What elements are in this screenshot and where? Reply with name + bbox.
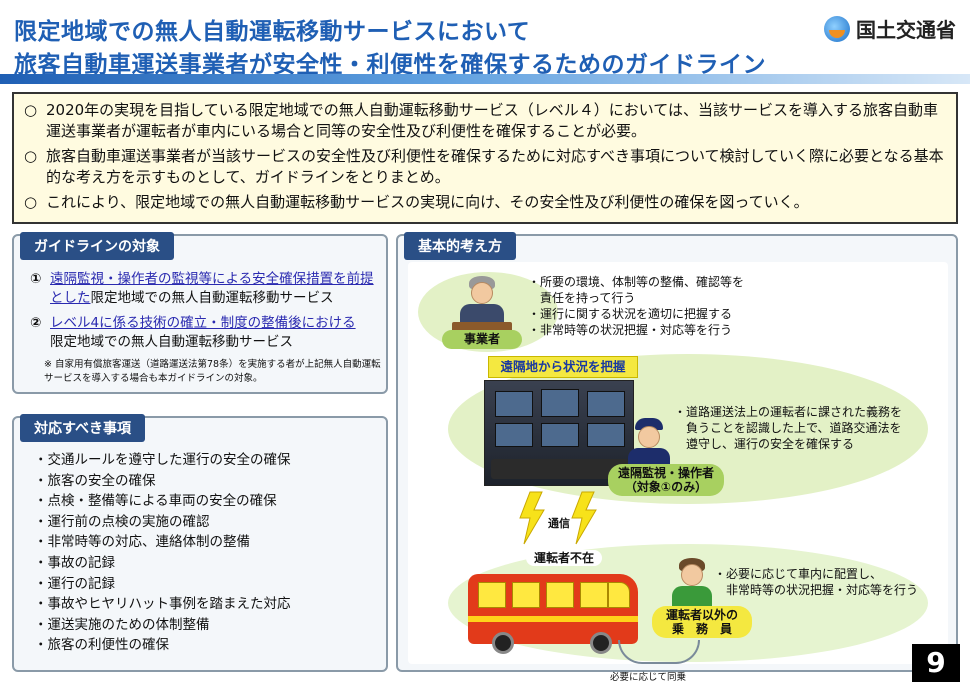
basic-approach-heading: 基本的考え方	[404, 232, 516, 260]
list-item: ・旅客の安全の確保	[34, 472, 156, 489]
circle-bullet-icon: ○	[24, 101, 38, 119]
target-item: ① 遠隔監視・操作者の監視等による安全確保措置を前提とした限定地域での無人自動運…	[30, 270, 380, 308]
list-item: ・運送実施のための体制整備	[34, 616, 210, 633]
operator-duty: ・非常時等の状況把握・対応等を行う	[528, 323, 733, 337]
list-item: ・交通ルールを遵守した運行の安全の確保	[34, 452, 291, 468]
operator-label: 事業者	[442, 330, 522, 349]
operator-duty: ・運行に関する状況を適切に把握する	[528, 307, 733, 321]
page-title-line1: 限定地域での無人自動運転移動サービスにおいて	[14, 19, 531, 45]
title-underline	[0, 74, 970, 84]
list-item: ・点検・整備等による車両の安全の確保	[34, 493, 277, 510]
no-driver-label: 運転者不在	[526, 550, 603, 566]
target-underlined-text: 遠隔監視・操作者の監視等による安全確保措置を前提とした	[50, 271, 374, 306]
operator-duty: 責任を持って行う	[528, 291, 636, 305]
ride-note: 必要に応じて同乗	[610, 672, 687, 683]
operator-duty: ・所要の環境、体制等の整備、確認等を	[528, 275, 745, 289]
target-text: 限定地域での無人自動運転移動サービス	[90, 290, 334, 306]
target-underlined-text: レベル4に係る技術の確立・制度の整備後における	[50, 315, 356, 331]
tasks-heading: 対応すべき事項	[20, 414, 146, 442]
summary-item: ○ 旅客自動車運送事業者が当該サービスの安全性及び利便性を確保するために対応すべ…	[24, 146, 946, 188]
ministry-name: 国土交通省	[856, 18, 956, 42]
crew-duty: 非常時等の状況把握・対応等を行う	[714, 583, 919, 597]
list-item: ・運行前の点検の実施の確認	[34, 513, 210, 530]
remote-caption: 遠隔地から状況を把握	[488, 356, 638, 378]
summary-text: 旅客自動車運送事業者が当該サービスの安全性及び利便性を確保するために対応すべき事…	[46, 147, 944, 186]
list-item: ・事故やヒヤリハット事例を踏まえた対応	[34, 596, 291, 613]
mlit-logo-icon	[824, 15, 850, 42]
summary-text: 2020年の実現を目指している限定地域での無人自動運転移動サービス（レベル４）に…	[46, 101, 938, 140]
guideline-target-panel: ガイドラインの対象 ① 遠隔監視・操作者の監視等による安全確保措置を前提とした限…	[12, 232, 388, 394]
monitor-room-image	[484, 380, 634, 486]
circle-bullet-icon: ○	[24, 147, 38, 165]
crew-duty: ・必要に応じて車内に配置し、	[714, 567, 883, 581]
list-item: ・事故の記録	[34, 554, 115, 571]
task-list: ・交通ルールを遵守した運行の安全の確保 ・旅客の安全の確保 ・点検・整備等による…	[34, 450, 374, 656]
header: 限定地域での無人自動運転移動サービスにおいて 旅客自動車運送事業者が安全性・利便…	[0, 0, 970, 86]
list-item: ・旅客の利便性の確保	[34, 637, 169, 654]
list-item: ・運行の記録	[34, 575, 115, 592]
bus-icon	[468, 574, 638, 654]
lightning-icon	[519, 491, 597, 545]
target-note: ※ 自家用有償旅客運送（道路運送法第78条）を実施する者が上記無人自動運転サービ…	[44, 359, 381, 384]
operator-figure-icon	[452, 276, 512, 340]
page-title-line2: 旅客自動車運送事業者が安全性・利便性を確保するためのガイドライン	[14, 52, 766, 78]
remote-duty: 負うことを認識した上で、道路交通法を	[674, 421, 902, 435]
target-text: 限定地域での無人自動運転移動サービス	[50, 334, 293, 350]
summary-text: これにより、限定地域での無人自動運転移動サービスの実現に向け、その安全性及び利便…	[46, 193, 809, 211]
summary-box: ○ 2020年の実現を目指している限定地域での無人自動運転移動サービス（レベル４…	[12, 92, 958, 224]
remote-operator-label: 遠隔監視・操作者（対象①のみ）	[608, 464, 724, 496]
remote-duty: ・道路運送法上の運転者に課された義務を	[674, 405, 903, 419]
ministry-logo: 国土交通省	[824, 14, 956, 43]
basic-approach-panel: 基本的考え方 事業者 ・所要の環境、体制等の整備、確認等を 責任を持って行う ・…	[396, 232, 958, 683]
crew-label: 運転者以外の乗 務 員	[652, 606, 752, 638]
tasks-panel: 対応すべき事項 ・交通ルールを遵守した運行の安全の確保 ・旅客の安全の確保 ・点…	[12, 414, 388, 672]
ride-arrow-icon	[618, 640, 700, 664]
circle-bullet-icon: ○	[24, 193, 38, 211]
comm-label: 通信	[548, 517, 570, 530]
basic-approach-diagram: 事業者 ・所要の環境、体制等の整備、確認等を 責任を持って行う ・運行に関する状…	[408, 262, 948, 683]
remote-duty: 遵守し、運行の安全を確保する	[674, 437, 855, 451]
target-item: ② レベル4に係る技術の確立・制度の整備後における限定地域での無人自動運転移動サ…	[30, 314, 380, 352]
summary-item: ○ これにより、限定地域での無人自動運転移動サービスの実現に向け、その安全性及び…	[24, 192, 946, 213]
summary-item: ○ 2020年の実現を目指している限定地域での無人自動運転移動サービス（レベル４…	[24, 100, 946, 142]
list-item: ・非常時等の対応、連絡体制の整備	[34, 534, 250, 551]
target-number: ①	[30, 271, 42, 287]
guideline-target-heading: ガイドラインの対象	[20, 232, 174, 260]
target-number: ②	[30, 315, 42, 331]
page-number: 9	[912, 644, 960, 682]
